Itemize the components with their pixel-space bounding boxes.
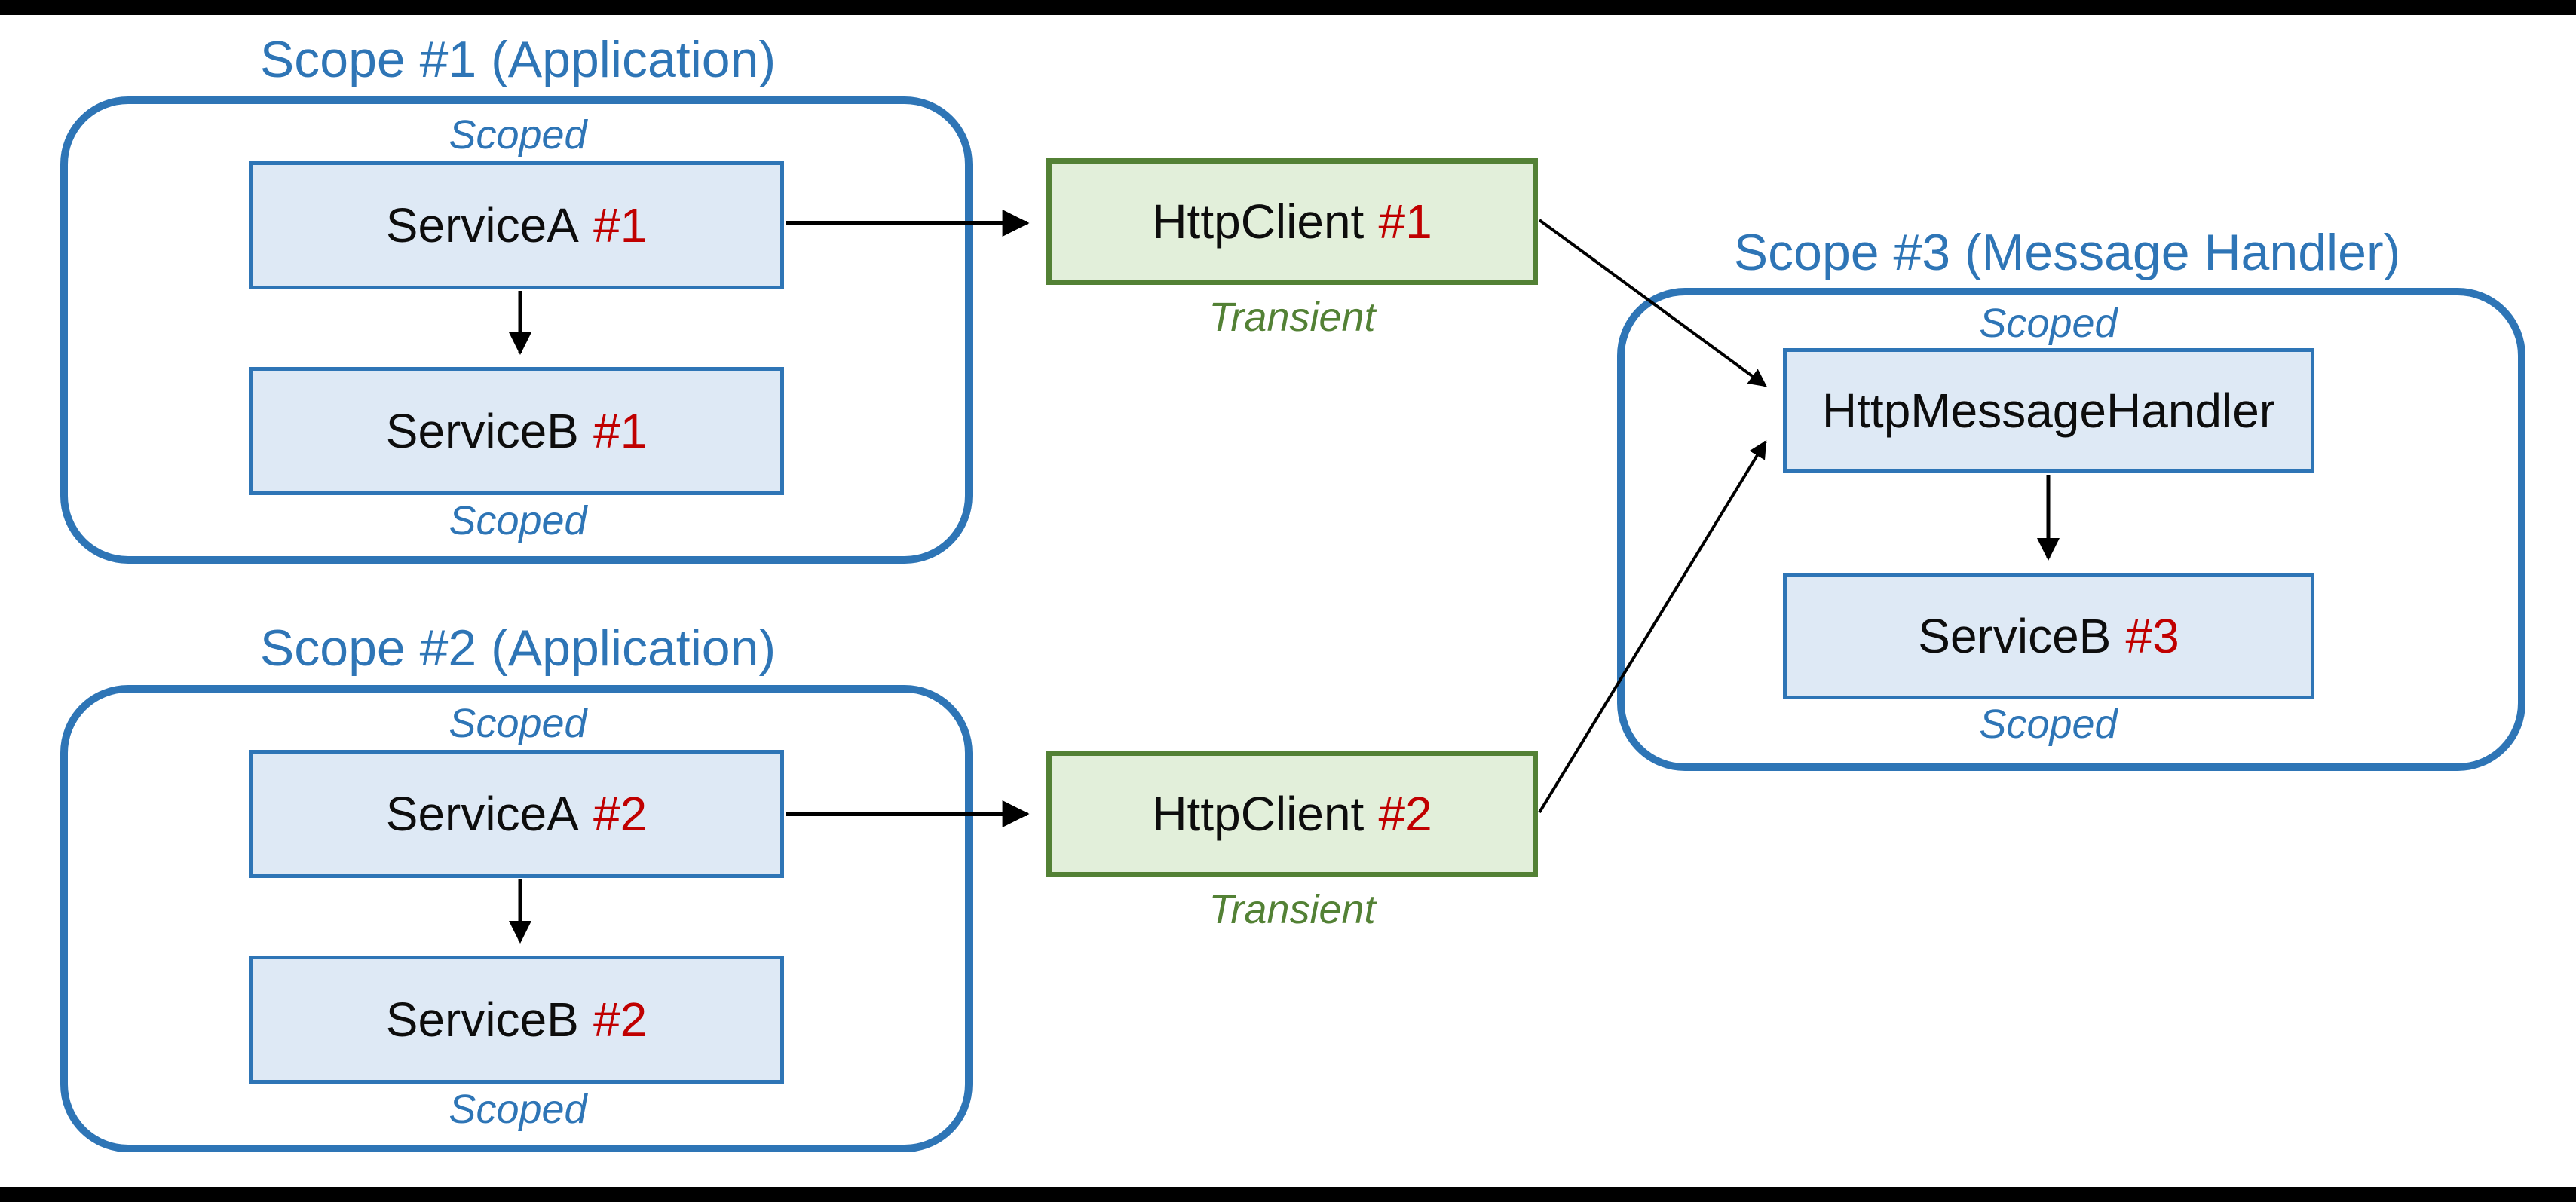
scope2-scoped-label-bottom: Scoped: [449, 1087, 587, 1132]
node-serviceB-1-instance: #1: [593, 404, 648, 458]
node-serviceB-2: ServiceB #2: [249, 956, 784, 1084]
scope2-title: Scope #2 (Application): [259, 619, 776, 677]
node-httpmessagehandler: HttpMessageHandler: [1783, 348, 2314, 473]
scope1-scoped-label-top: Scoped: [449, 112, 587, 158]
node-serviceB-3-label: ServiceB: [1918, 609, 2112, 663]
scope1-scoped-label-bottom: Scoped: [449, 498, 587, 543]
scope1-boundary: [60, 96, 973, 564]
node-httpclient-2-label: HttpClient: [1152, 787, 1365, 841]
node-serviceB-2-label: ServiceB: [385, 992, 579, 1047]
node-serviceB-2-instance: #2: [593, 992, 648, 1047]
scope3-scoped-label-bottom: Scoped: [1979, 702, 2118, 747]
node-serviceB-3: ServiceB #3: [1783, 573, 2314, 699]
scope3-scoped-label-top: Scoped: [1979, 301, 2118, 346]
node-serviceA-1: ServiceA #1: [249, 161, 784, 289]
node-httpmessagehandler-label: HttpMessageHandler: [1821, 384, 2276, 438]
node-serviceB-1-label: ServiceB: [385, 404, 579, 458]
node-serviceB-3-instance: #3: [2125, 609, 2179, 663]
node-serviceA-2: ServiceA #2: [249, 750, 784, 878]
httpclient-2-transient-label: Transient: [1208, 887, 1376, 932]
node-serviceA-2-label: ServiceA: [385, 787, 579, 841]
node-httpclient-2-instance: #2: [1378, 787, 1432, 841]
node-httpclient-1-label: HttpClient: [1152, 194, 1365, 249]
httpclient-1-transient-label: Transient: [1208, 295, 1376, 340]
node-serviceB-1: ServiceB #1: [249, 367, 784, 495]
node-serviceA-2-instance: #2: [593, 787, 648, 841]
node-serviceA-1-instance: #1: [593, 198, 648, 252]
node-serviceA-1-label: ServiceA: [385, 198, 579, 252]
node-httpclient-1-instance: #1: [1378, 194, 1432, 249]
node-httpclient-1: HttpClient #1: [1046, 158, 1538, 285]
scope2-scoped-label-top: Scoped: [449, 701, 587, 746]
scope3-title: Scope #3 (Message Handler): [1733, 224, 2401, 281]
scope2-boundary: [60, 685, 973, 1152]
scope1-title: Scope #1 (Application): [259, 31, 776, 88]
node-httpclient-2: HttpClient #2: [1046, 751, 1538, 877]
letterbox-bar-top: [0, 0, 2576, 15]
letterbox-bar-bottom: [0, 1187, 2576, 1202]
